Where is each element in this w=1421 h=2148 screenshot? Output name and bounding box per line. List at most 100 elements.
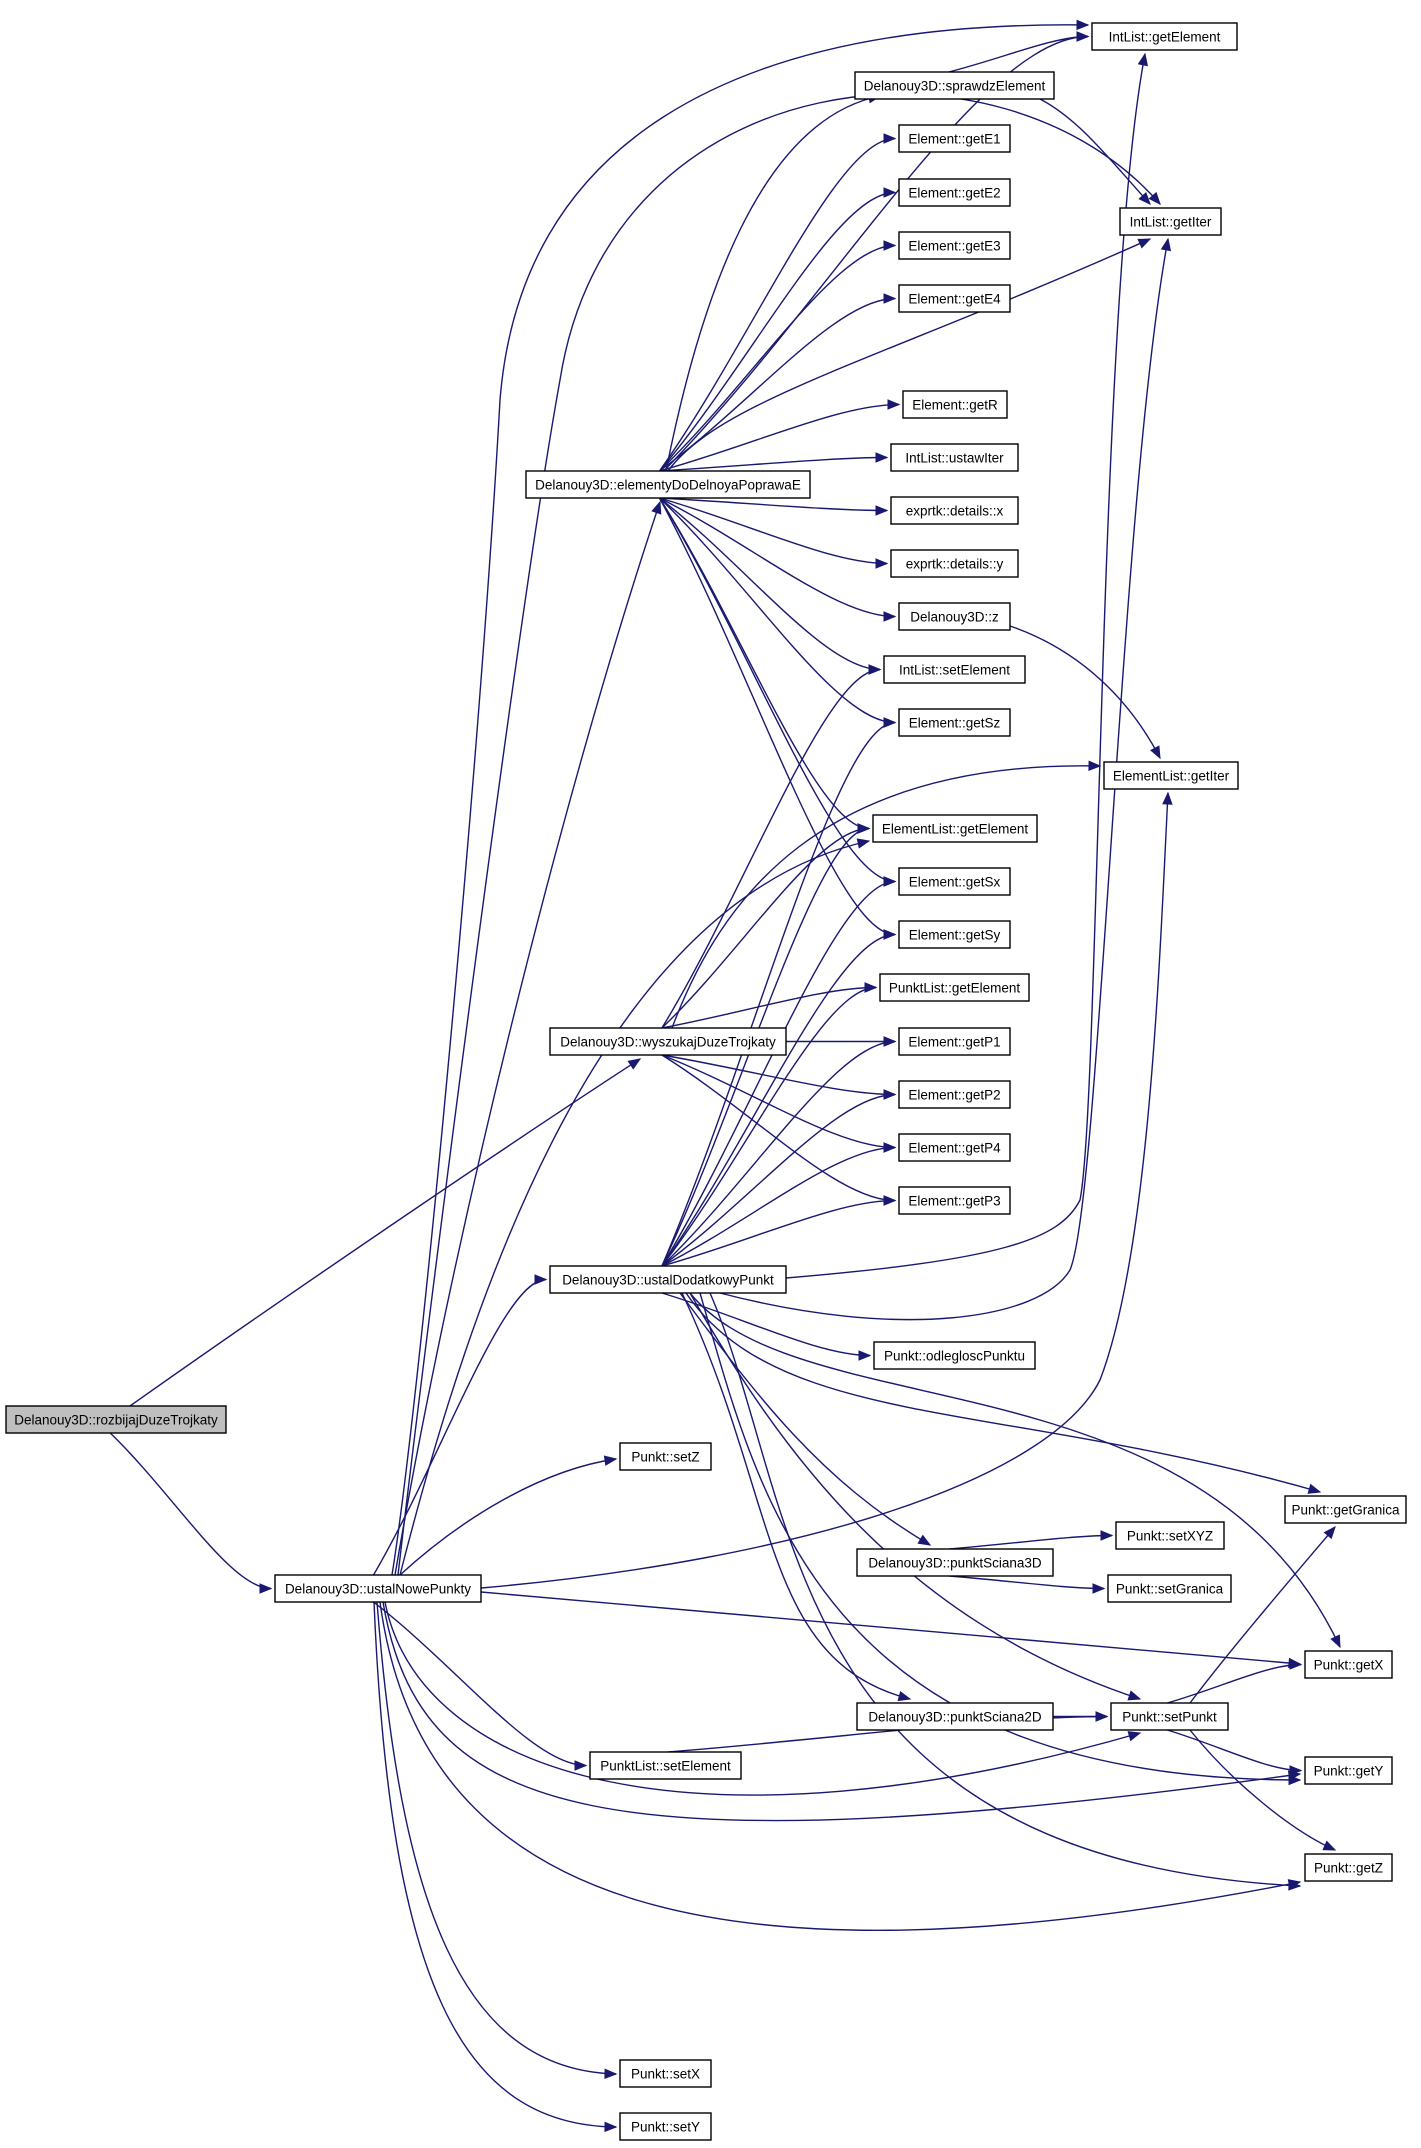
call-edge-line <box>394 501 661 1576</box>
call-edge-line <box>1167 1663 1302 1704</box>
node-box <box>1304 1756 1393 1785</box>
node-get-x[interactable]: Punkt::getX <box>1304 1650 1393 1679</box>
call-edge-line <box>659 497 888 512</box>
call-edge-line <box>661 1292 871 1357</box>
call-edge <box>1009 625 1161 760</box>
node-int-list-get-element[interactable]: IntList::getElement <box>1091 22 1238 51</box>
node-get-r[interactable]: Element::getR <box>902 390 1008 419</box>
node-set-punkt[interactable]: Punkt::setPunkt <box>1110 1702 1229 1731</box>
call-edge-line <box>671 765 1101 1029</box>
call-edge-line <box>665 95 881 472</box>
call-edge <box>681 1292 912 1702</box>
call-edge-line <box>659 497 881 671</box>
call-edge-line <box>681 1292 911 1700</box>
node-element-list-get-element[interactable]: ElementList::getElement <box>872 814 1038 843</box>
node-get-e4[interactable]: Element::getE4 <box>898 284 1011 313</box>
node-punkt-list-get-element[interactable]: PunktList::getElement <box>879 973 1030 1002</box>
call-edge-line <box>661 986 877 1267</box>
arrowhead <box>1088 760 1102 771</box>
node-label: Element::getSz <box>909 716 1001 731</box>
node-get-p3[interactable]: Element::getP3 <box>898 1186 1011 1215</box>
call-edge-line <box>699 1292 1301 1781</box>
node-int-list-set-element[interactable]: IntList::setElement <box>883 655 1026 684</box>
node-int-list-get-iter[interactable]: IntList::getIter <box>1119 207 1222 236</box>
node-ustaw-iter[interactable]: IntList::ustawIter <box>890 443 1019 472</box>
node-get-sz[interactable]: Element::getSz <box>898 708 1011 737</box>
node-get-e3[interactable]: Element::getE3 <box>898 231 1011 260</box>
call-edge <box>661 1292 872 1361</box>
node-punkt-sciana3d[interactable]: Delanouy3D::punktSciana3D <box>856 1548 1054 1577</box>
node-wyszukaj-duze-trojkaty[interactable]: Delanouy3D::wyszukajDuzeTrojkaty <box>549 1027 787 1056</box>
call-edge-line <box>661 1054 896 1096</box>
node-details-y[interactable]: exprtk::details::y <box>890 549 1019 578</box>
call-edge-line <box>659 497 896 618</box>
node-set-z[interactable]: Punkt::setZ <box>619 1442 712 1471</box>
node-set-granica[interactable]: Punkt::setGranica <box>1107 1574 1232 1603</box>
node-odleglosc-punktu[interactable]: Punkt::odlegloscPunktu <box>873 1341 1036 1370</box>
call-edge <box>661 717 897 1267</box>
node-get-e1[interactable]: Element::getE1 <box>898 124 1011 153</box>
node-get-sx[interactable]: Element::getSx <box>898 867 1011 896</box>
node-label: Element::getP3 <box>908 1194 1000 1209</box>
call-edge <box>699 1292 1302 1786</box>
node-ustal-nowe-punkty[interactable]: Delanouy3D::ustalNowePunkty <box>274 1574 482 1603</box>
node-punkt-sciana2d[interactable]: Delanouy3D::punktSciana2D <box>856 1702 1054 1731</box>
node-label: IntList::ustawIter <box>905 451 1004 466</box>
call-edge-line <box>658 497 870 830</box>
node-ustal-dodatkowy-punkt[interactable]: Delanouy3D::ustalDodatkowyPunkt <box>549 1265 787 1294</box>
node-label: Element::getP2 <box>908 1088 1000 1103</box>
arrowhead <box>883 929 897 940</box>
call-edge <box>399 838 871 1576</box>
arrowhead <box>1137 52 1148 67</box>
node-get-p2[interactable]: Element::getP2 <box>898 1080 1011 1109</box>
node-details-x[interactable]: exprtk::details::x <box>890 496 1019 525</box>
node-elementy-do-delnoya-poprawa-e[interactable]: Delanouy3D::elementyDoDelnoyaPoprawaE <box>525 470 811 499</box>
node-punkt-list-set-element[interactable]: PunktList::setElement <box>589 1751 742 1780</box>
call-edge-line <box>719 238 1169 1321</box>
call-edge <box>709 1292 1302 1891</box>
node-sprawdz-element[interactable]: Delanouy3D::sprawdzElement <box>854 71 1055 100</box>
arrowhead <box>534 1274 548 1285</box>
node-label: Element::getE4 <box>908 292 1001 307</box>
node-label: IntList::getElement <box>1109 30 1221 45</box>
call-edge-line <box>382 1601 1301 1822</box>
node-box <box>1107 1574 1232 1603</box>
call-edge <box>659 497 882 675</box>
node-get-p4[interactable]: Element::getP4 <box>898 1133 1011 1162</box>
arrowhead <box>864 982 878 993</box>
call-edge-line <box>949 1575 1105 1590</box>
node-label: Element::getE1 <box>908 132 1000 147</box>
node-label: Element::getE3 <box>908 239 1000 254</box>
edges-layer <box>109 19 1341 2133</box>
node-get-e2[interactable]: Element::getE2 <box>898 178 1011 207</box>
node-set-x[interactable]: Punkt::setX <box>619 2059 712 2088</box>
nodes-layer: Delanouy3D::rozbijajDuzeTrojkatyDelanouy… <box>5 22 1407 2141</box>
call-edge <box>661 876 897 1267</box>
node-label: Delanouy3D::ustalDodatkowyPunkt <box>562 1273 774 1288</box>
arrowhead <box>1289 1765 1303 1776</box>
node-box <box>890 496 1019 525</box>
node-get-z[interactable]: Punkt::getZ <box>1304 1853 1393 1882</box>
node-set-xyz[interactable]: Punkt::setXYZ <box>1115 1521 1225 1550</box>
arrowhead <box>883 876 897 887</box>
node-set-y[interactable]: Punkt::setY <box>619 2112 712 2141</box>
node-element-list-get-iter[interactable]: ElementList::getIter <box>1103 761 1239 790</box>
node-get-granica[interactable]: Punkt::getGranica <box>1284 1495 1407 1524</box>
call-edge-line <box>480 792 1169 1589</box>
call-edge <box>659 293 897 472</box>
node-z[interactable]: Delanouy3D::z <box>898 602 1011 631</box>
node-get-y[interactable]: Punkt::getY <box>1304 1756 1393 1785</box>
node-box <box>525 470 811 499</box>
call-edge-line <box>1189 1729 1336 1851</box>
arrowhead <box>883 717 897 728</box>
node-get-sy[interactable]: Element::getSy <box>898 920 1011 949</box>
node-box <box>619 2059 712 2088</box>
call-edge-line <box>661 986 877 1029</box>
node-label: Punkt::getGranica <box>1291 1503 1400 1518</box>
call-edge-line <box>399 1458 617 1576</box>
node-get-p1[interactable]: Element::getP1 <box>898 1027 1011 1056</box>
arrowhead <box>883 1142 897 1153</box>
call-edge <box>689 1292 1142 1701</box>
call-edge <box>685 1292 1322 1494</box>
node-rozbijaj-duze-trojkaty[interactable]: Delanouy3D::rozbijajDuzeTrojkaty <box>5 1405 227 1434</box>
